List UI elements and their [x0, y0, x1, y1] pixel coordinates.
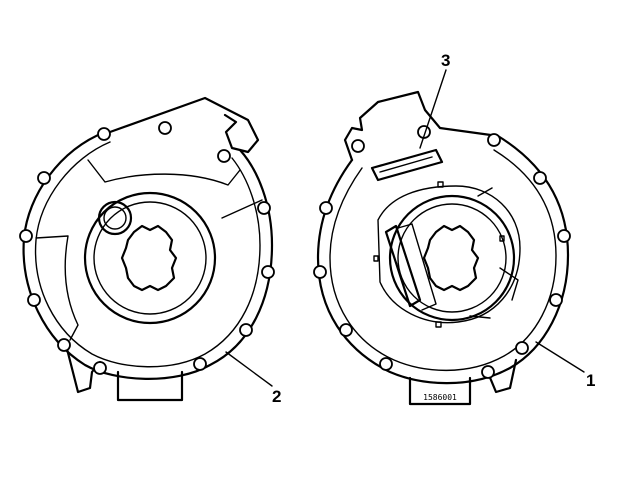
bolt-icon	[487, 133, 501, 147]
right-cover-guide-slot	[370, 148, 444, 182]
left-cover-rib-upper	[87, 159, 241, 186]
bolt-icon	[37, 171, 51, 185]
left-cover-hub-inner-ring	[93, 201, 207, 315]
left-cover-top-lug	[108, 96, 260, 154]
callout-2-leader	[225, 351, 273, 387]
right-cover-index-marks	[373, 181, 505, 328]
right-cover-assembly: 1586001	[313, 90, 571, 406]
callout-2-label: 2	[272, 387, 281, 406]
bolt-icon	[27, 293, 41, 307]
bolt-icon	[261, 265, 275, 279]
bolt-icon	[319, 201, 333, 215]
bolt-icon	[351, 139, 365, 153]
bolt-icon	[313, 265, 327, 279]
bolt-icon	[515, 341, 529, 355]
bolt-icon	[257, 201, 271, 215]
right-cover-bottom-bracket	[484, 358, 518, 394]
right-cover-lever-linkage	[397, 223, 437, 311]
left-cover-splined-shaft	[120, 224, 178, 292]
bolt-icon	[379, 357, 393, 371]
right-cover-inner-rim	[329, 149, 557, 372]
right-cover-hub-outer-ring	[388, 194, 516, 322]
bolt-icon	[239, 323, 253, 337]
left-cover-rib-left	[35, 235, 79, 341]
right-cover-bottom-plate	[408, 376, 472, 406]
left-cover-bearing-inner	[103, 206, 127, 230]
index-mark	[435, 321, 442, 328]
right-cover-lever-arm	[384, 224, 422, 308]
left-cover-inner-rim	[34, 141, 261, 368]
bolt-icon	[217, 149, 231, 163]
index-mark	[373, 255, 379, 262]
right-cover-web-top	[477, 187, 493, 197]
index-mark	[499, 235, 505, 242]
bolt-icon	[158, 121, 172, 135]
right-cover-web-right	[499, 267, 519, 301]
right-cover-web-bottom	[469, 315, 491, 319]
right-cover-top-lug	[343, 90, 500, 162]
plate-marking-text: 1586001	[423, 393, 457, 402]
callout-3-label: 3	[441, 51, 450, 70]
index-mark	[437, 181, 444, 188]
left-cover-rib-right	[221, 199, 263, 219]
right-cover-guide-slot-inner	[379, 156, 433, 173]
callout-1-label: 1	[586, 371, 595, 390]
right-cover-inner-cavity	[377, 185, 521, 324]
callout-2: 2	[225, 351, 281, 406]
callout-3: 3	[419, 51, 450, 149]
right-cover-outer-rim	[316, 134, 570, 385]
bolt-icon	[549, 293, 563, 307]
right-cover-splined-shaft	[422, 224, 480, 292]
callout-1-leader	[535, 341, 585, 373]
callout-3-leader	[419, 69, 447, 149]
bolt-icon	[93, 361, 107, 375]
left-cover-hub-outer-ring	[83, 191, 217, 325]
bolt-icon	[481, 365, 495, 379]
right-cover-hub-inner-ring	[397, 203, 507, 313]
left-cover-assembly	[19, 96, 275, 402]
bolt-icon	[193, 357, 207, 371]
callout-1: 1	[535, 341, 595, 390]
left-cover-outer-rim	[22, 130, 274, 380]
left-cover-bolts	[19, 121, 275, 375]
bolt-icon	[339, 323, 353, 337]
left-cover-bottom-pad	[116, 370, 184, 402]
bolt-icon	[533, 171, 547, 185]
bolt-icon	[557, 229, 571, 243]
bolt-icon	[57, 338, 71, 352]
left-cover-bearing-circle	[97, 200, 133, 236]
bolt-icon	[19, 229, 33, 243]
right-cover-bolts	[313, 125, 571, 379]
bolt-icon	[97, 127, 111, 141]
